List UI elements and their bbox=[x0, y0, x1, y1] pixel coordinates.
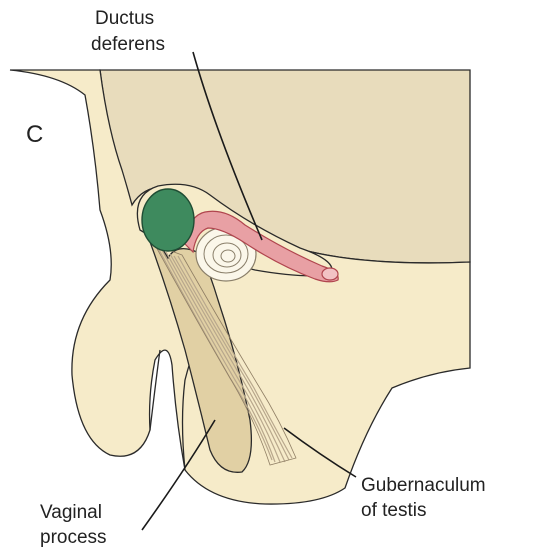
ductus-deferens-label-line1: Ductus bbox=[95, 8, 154, 29]
panel-letter: C bbox=[26, 121, 43, 148]
gubernaculum-label-line2: of testis bbox=[361, 500, 426, 521]
vaginal-process-label-line1: Vaginal bbox=[40, 502, 102, 523]
ductus-deferens-end bbox=[322, 268, 338, 280]
vaginal-process-label-line2: process bbox=[40, 527, 107, 548]
ductus-deferens-label-line2: deferens bbox=[91, 34, 165, 55]
gubernaculum-label-line1: Gubernaculum bbox=[361, 475, 486, 496]
testis bbox=[142, 189, 194, 251]
